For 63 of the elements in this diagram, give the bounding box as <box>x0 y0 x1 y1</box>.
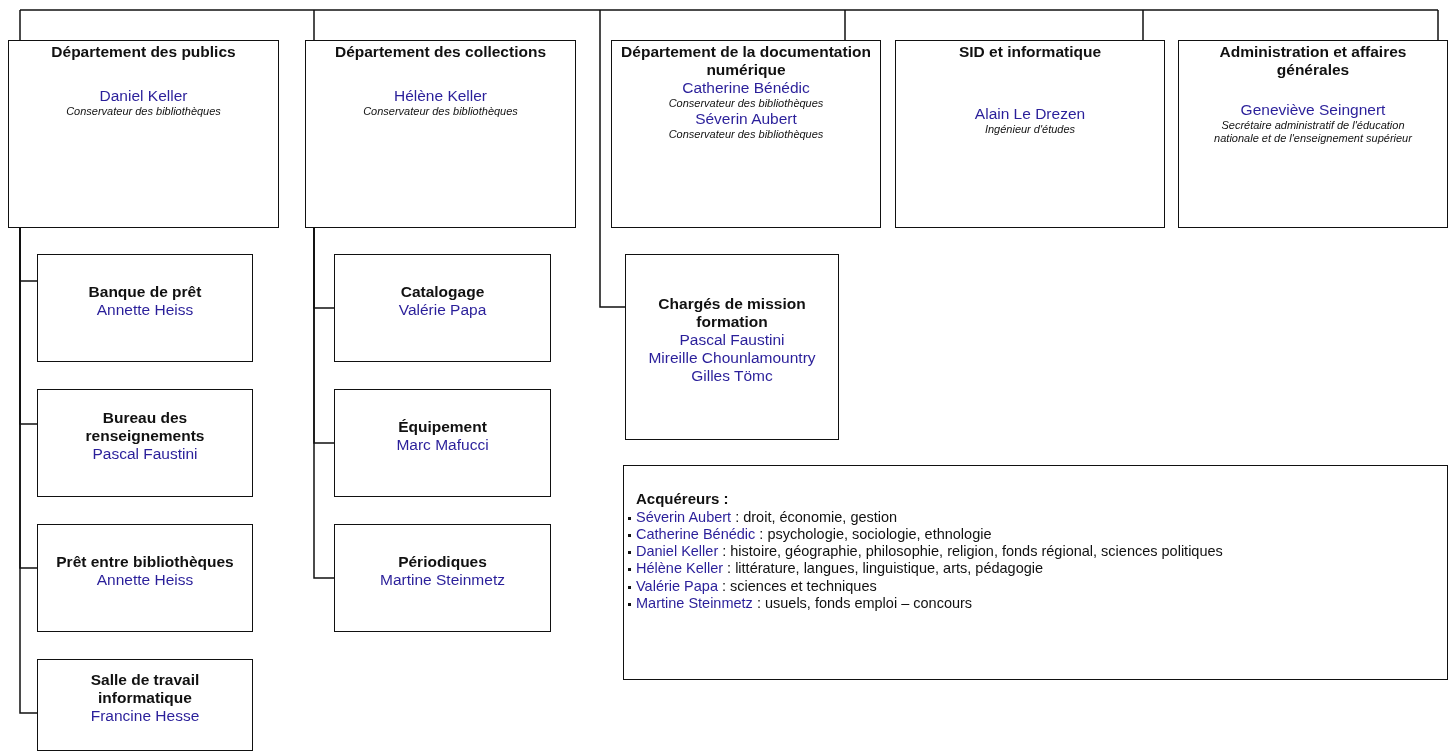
box-heading: SID et informatique <box>958 43 1102 61</box>
person-name: Gilles Tömc <box>691 367 773 385</box>
job-title: Secrétaire administratif de l'éducation nationale et de l'enseignement supérieur <box>1213 119 1413 145</box>
department-box <box>1178 40 1448 228</box>
unit-box <box>334 254 551 362</box>
connector-line <box>1142 9 1144 41</box>
box-heading: Bureau des renseignements <box>84 409 206 445</box>
unit-box <box>37 389 253 497</box>
person-name: Martine Steinmetz <box>380 571 505 589</box>
person-name: Annette Heiss <box>96 571 194 589</box>
box-heading: Salle de travail informatique <box>89 671 201 707</box>
person-name: Pascal Faustini <box>679 331 785 349</box>
person-name: Séverin Aubert <box>695 110 797 128</box>
box-heading: Administration et affaires générales <box>1218 43 1408 79</box>
connector-line <box>844 9 846 41</box>
box-heading: Département de la documentation numérique <box>620 43 872 79</box>
box-heading: Département des collections <box>334 43 546 61</box>
department-box <box>305 40 576 228</box>
box-heading: Périodiques <box>398 553 487 571</box>
note-box <box>623 465 1448 680</box>
unit-box <box>37 254 253 362</box>
person-name: Hélène Keller <box>393 87 488 105</box>
person-name: Marc Mafucci <box>396 436 489 454</box>
department-box <box>8 40 279 228</box>
list-item: Valérie Papa : sciences et techniques <box>628 577 877 594</box>
job-title: Conservateur des bibliothèques <box>363 105 518 118</box>
list-item: Catherine Bénédic : psychologie, sociologie, ethnologie <box>628 526 992 543</box>
list-item: Séverin Aubert : droit, économie, gestion <box>628 508 898 526</box>
job-title: Conservateur des bibliothèques <box>66 105 221 118</box>
box-heading: Département des publics <box>51 43 236 61</box>
department-box <box>611 40 881 228</box>
person-name: Valérie Papa <box>398 301 487 319</box>
person-name: Pascal Faustini <box>92 445 198 463</box>
unit-box <box>334 389 551 497</box>
person-name: Daniel Keller <box>99 87 188 105</box>
unit-box <box>334 524 551 632</box>
job-title: Conservateur des bibliothèques <box>668 97 824 110</box>
person-name: Mireille Chounlamountry <box>648 349 816 367</box>
connector-line <box>1437 9 1439 41</box>
unit-box <box>625 254 839 440</box>
unit-box <box>37 524 253 632</box>
list-item: Martine Steinmetz : usuels, fonds emploi – concours <box>628 594 973 612</box>
job-title: Ingénieur d'études <box>984 123 1076 136</box>
box-heading: Catalogage <box>400 283 485 301</box>
connector-line <box>19 9 21 41</box>
connector-line <box>313 227 335 579</box>
box-heading: Acquéreurs : <box>636 490 729 508</box>
box-heading: Chargés de mission formation <box>657 295 807 331</box>
box-heading: Banque de prêt <box>88 283 202 301</box>
box-heading: Prêt entre bibliothèques <box>56 553 234 571</box>
person-name: Francine Hesse <box>90 707 200 725</box>
person-name: Catherine Bénédic <box>682 79 810 97</box>
list-item: Hélène Keller : littérature, langues, linguistique, arts, pédagogie <box>628 560 1044 577</box>
job-title: Conservateur des bibliothèques <box>668 128 824 141</box>
box-heading: Équipement <box>398 418 487 436</box>
list-item: Daniel Keller : histoire, géographie, philosophie, religion, fonds régional, sciences politiques <box>628 543 1223 560</box>
unit-box <box>37 659 253 751</box>
connector-line <box>313 9 315 41</box>
connector-line <box>599 9 626 308</box>
department-box <box>895 40 1165 228</box>
person-name: Geneviève Seingnert <box>1240 101 1386 119</box>
person-name: Annette Heiss <box>96 301 194 319</box>
person-name: Alain Le Drezen <box>974 105 1086 123</box>
